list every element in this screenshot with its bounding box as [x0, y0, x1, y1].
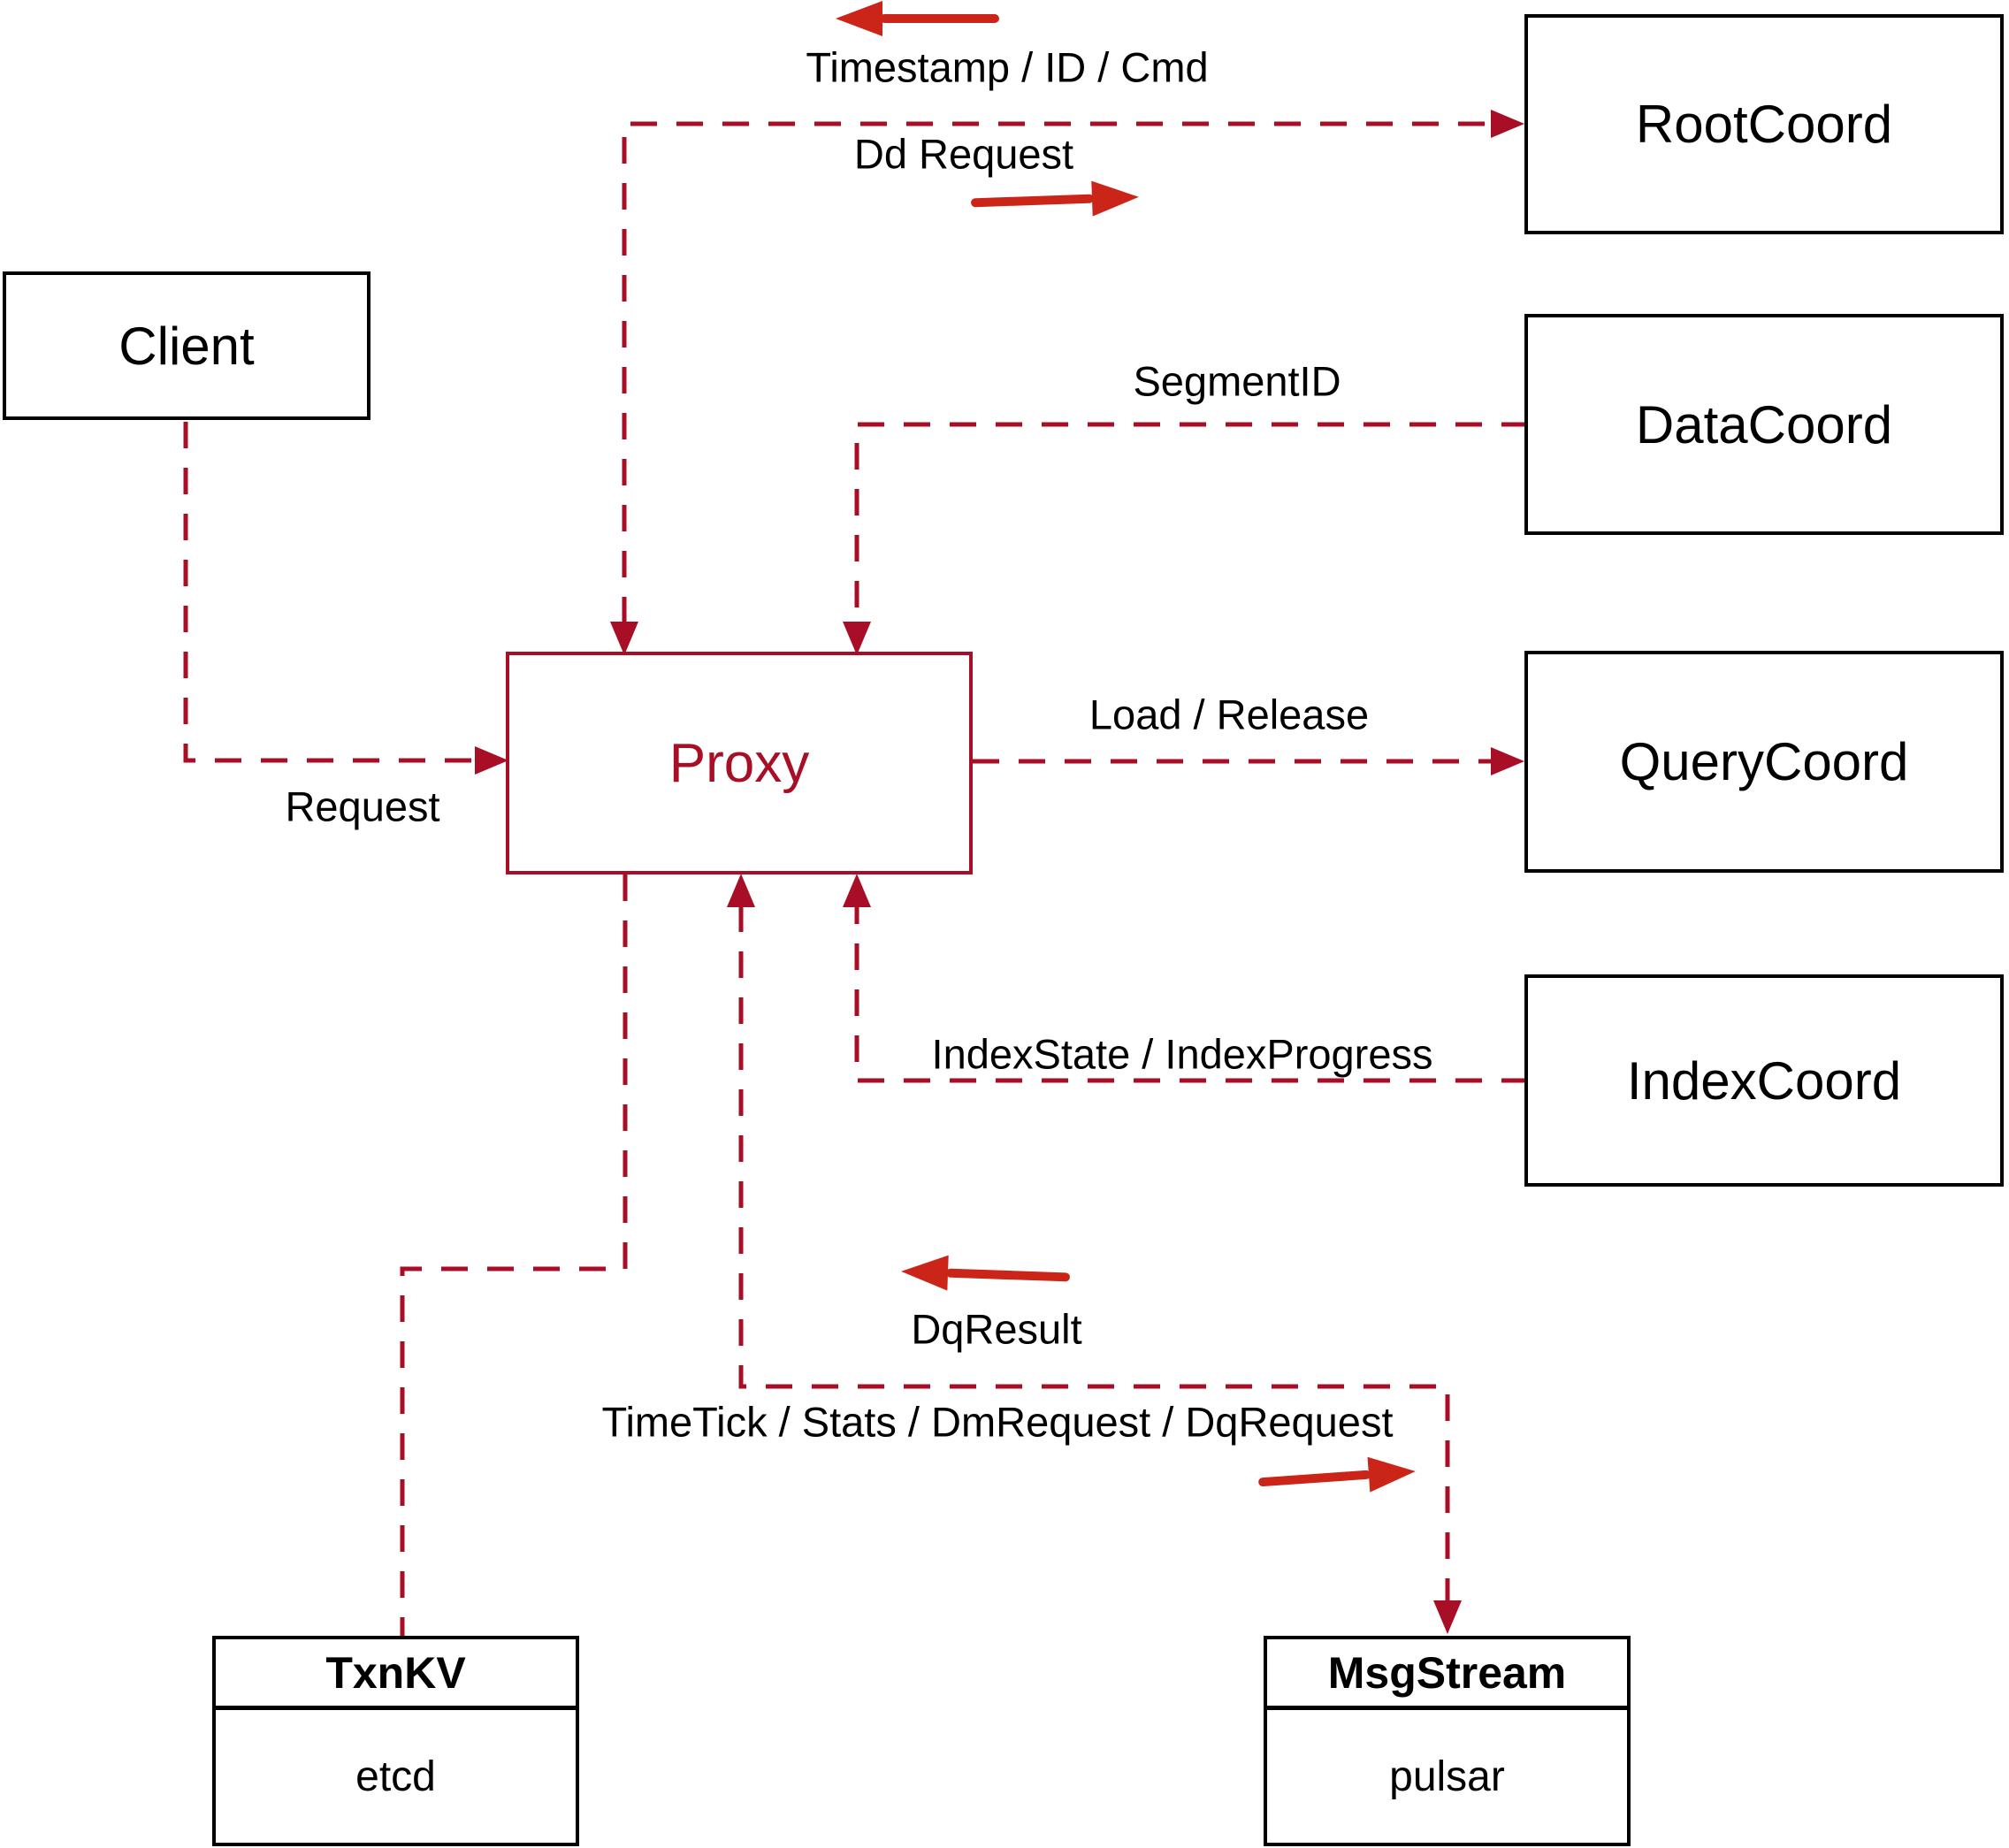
arrowhead-down-into-proxy-top-right-icon	[843, 622, 871, 655]
edge-label-segment-id: SegmentID	[1133, 357, 1341, 405]
edge-label-dd-request: Dd Request	[853, 130, 1074, 178]
rootcoord-node-label: RootCoord	[1635, 95, 1893, 154]
arrowhead-right-into-rootcoord-icon	[1491, 110, 1524, 138]
datacoord-node-label: DataCoord	[1635, 394, 1893, 454]
edge-proxy-msgstream	[738, 905, 1450, 1602]
edge-indexcoord-to-proxy	[854, 905, 1528, 1083]
querycoord-node: QueryCoord	[1524, 651, 2004, 873]
proxy-node: Proxy	[506, 652, 973, 874]
timestamp-direction-left-arrow-icon	[836, 1, 999, 36]
indexcoord-node-label: IndexCoord	[1626, 1050, 1902, 1111]
arrowhead-down-into-msgstream-icon	[1433, 1600, 1462, 1634]
edge-label-load-release: Load / Release	[1089, 691, 1370, 738]
indexcoord-node: IndexCoord	[1524, 974, 2004, 1187]
edge-label-timestamp-id-cmd: Timestamp / ID / Cmd	[806, 43, 1209, 91]
msgstream-node: MsgStream pulsar	[1264, 1636, 1631, 1846]
edge-label-index-state-progress: IndexState / IndexProgress	[931, 1030, 1433, 1078]
proxy-node-label: Proxy	[668, 732, 810, 794]
client-node: Client	[3, 271, 370, 420]
txnkv-node-title: TxnKV	[216, 1639, 576, 1710]
datacoord-node: DataCoord	[1524, 314, 2004, 535]
client-node-label: Client	[118, 316, 255, 376]
msgstream-node-title: MsgStream	[1267, 1639, 1627, 1710]
edge-datacoord-to-proxy	[854, 422, 1528, 623]
txnkv-implementation-label: etcd	[355, 1753, 436, 1800]
timetick-direction-right-arrow-icon	[1258, 1456, 1416, 1493]
arrowhead-up-into-proxy-bottom-right-icon	[843, 874, 871, 907]
dqresult-direction-left-arrow-icon	[901, 1255, 1070, 1291]
arrowhead-right-into-proxy-icon	[475, 746, 508, 775]
msgstream-implementation-label: pulsar	[1389, 1753, 1505, 1800]
arrowhead-down-into-proxy-top-left-icon	[610, 622, 638, 655]
edge-label-time-tick-stats: TimeTick / Stats / DmRequest / DqRequest	[601, 1398, 1394, 1446]
arrowhead-up-into-proxy-bottom-mid-icon	[727, 874, 755, 907]
arrowhead-right-into-querycoord-icon	[1491, 747, 1524, 775]
edge-label-request: Request	[285, 783, 440, 830]
edge-proxy-to-txnkv	[400, 874, 628, 1636]
txnkv-node: TxnKV etcd	[212, 1636, 579, 1846]
edge-label-dq-result: DqResult	[911, 1305, 1082, 1353]
edge-client-to-proxy	[183, 422, 477, 763]
dd-request-direction-right-arrow-icon	[971, 180, 1139, 217]
rootcoord-node: RootCoord	[1524, 14, 2004, 234]
edge-proxy-rootcoord	[622, 121, 1491, 623]
querycoord-node-label: QueryCoord	[1619, 732, 1909, 791]
